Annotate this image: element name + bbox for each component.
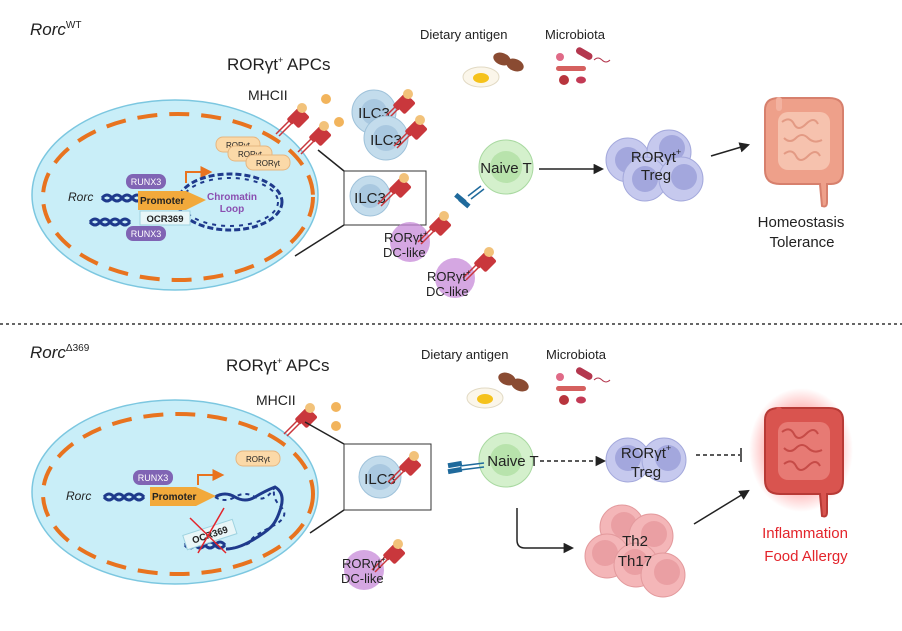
svg-text:DC-like: DC-like <box>426 284 469 299</box>
rorgt-protein <box>235 450 281 467</box>
rorgt-protein-stack: RORγt RORγt RORγt <box>215 136 291 171</box>
svg-text:RORγt: RORγt <box>238 150 263 159</box>
mhc-molecule-icon <box>297 120 333 155</box>
svg-text:Naive T: Naive T <box>480 160 531 177</box>
svg-text:OCR369: OCR369 <box>147 214 184 225</box>
egg-icon <box>462 66 500 88</box>
svg-text:RORγt+: RORγt+ <box>342 555 386 571</box>
arrow-th-to-gut <box>693 489 750 525</box>
svg-text:Th2: Th2 <box>622 533 648 550</box>
arrow-naive-to-th <box>516 508 575 554</box>
genotype-label: RorcΔ369 <box>30 343 90 362</box>
outcome-inflammation: Inflammation <box>762 525 848 542</box>
svg-text:RORγt+: RORγt+ <box>384 229 428 245</box>
svg-text:ILC3: ILC3 <box>354 190 386 207</box>
svg-text:Loop: Loop <box>220 204 244 215</box>
gene-label: Rorc <box>66 489 91 503</box>
zoom-inset-box <box>343 443 432 511</box>
svg-text:Treg: Treg <box>631 464 661 481</box>
svg-text:Naive T: Naive T <box>487 453 538 470</box>
svg-text:ILC3: ILC3 <box>364 471 396 488</box>
deletion-cross-icon <box>189 507 227 554</box>
dc-like-cell: RORγt+ DC-like <box>426 246 498 299</box>
microbiota-icon <box>556 367 611 405</box>
healthy-intestine-icon <box>764 97 844 208</box>
outcome-homeostasis: Homeostasis <box>758 214 845 231</box>
outcome-food-allergy: Food Allergy <box>764 548 848 565</box>
ocr369-element <box>139 210 191 226</box>
mhcii-label: MHCII <box>248 87 288 103</box>
antigen-peptide-icon <box>334 117 344 127</box>
runx3-badge <box>133 470 173 485</box>
runx3-bottom-badge <box>126 226 166 241</box>
svg-text:DC-like: DC-like <box>341 571 384 586</box>
dietary-antigen-label: Dietary antigen <box>421 347 508 362</box>
svg-text:RUNX3: RUNX3 <box>131 229 162 239</box>
antigen-peptide-icon <box>331 421 341 431</box>
ilc3-cell: ILC3 <box>363 114 429 161</box>
svg-text:RUNX3: RUNX3 <box>138 473 169 483</box>
chromatin-loop-label: Chromatin <box>207 192 257 203</box>
antigen-peptide-icon <box>331 402 341 412</box>
naive-t-cell: Naive T <box>447 432 539 488</box>
transcription-arrow <box>197 469 225 485</box>
promoter-block <box>138 191 206 210</box>
microbiota-label: Microbiota <box>545 27 606 42</box>
svg-text:RORγt+: RORγt+ <box>621 443 671 462</box>
svg-text:RORγt+: RORγt+ <box>427 268 471 284</box>
ilc3-cell: ILC3 <box>358 450 423 499</box>
zoom-inset-box <box>343 170 427 226</box>
naive-t-cell: Naive T <box>454 139 534 209</box>
runx3-top-badge <box>126 174 166 189</box>
promoter-block <box>150 487 216 506</box>
peanut-icon <box>493 52 524 72</box>
svg-text:DC-like: DC-like <box>383 245 426 260</box>
svg-text:RORγt: RORγt <box>246 455 271 464</box>
transcription-arrow <box>185 166 213 183</box>
svg-text:ILC3: ILC3 <box>370 132 402 149</box>
outcome-tolerance: Tolerance <box>769 234 834 251</box>
ilc3-cell: ILC3 <box>349 172 413 217</box>
dna-strand-icon <box>214 485 284 551</box>
treg-cluster: RORγt+ Treg <box>605 437 687 483</box>
egg-icon <box>466 387 504 409</box>
dc-like-cell: RORγt+ DC-like <box>341 538 407 590</box>
svg-text:Th17: Th17 <box>618 553 652 570</box>
genotype-label: RorcWT <box>30 20 81 39</box>
nuclear-envelope <box>41 412 315 576</box>
antigen-peptide-icon <box>321 94 331 104</box>
tcr-icon <box>447 460 485 475</box>
dc-like-cell: RORγt+ DC-like <box>383 210 453 262</box>
microbiota-icon <box>556 47 611 85</box>
treg-cluster: RORγt+ Treg <box>605 129 704 202</box>
mhcii-label: MHCII <box>256 392 296 408</box>
svg-text:RORγt+: RORγt+ <box>631 147 681 166</box>
svg-text:RUNX3: RUNX3 <box>131 177 162 187</box>
nuclear-envelope <box>41 112 315 282</box>
svg-text:Promoter: Promoter <box>152 492 197 503</box>
svg-text:Treg: Treg <box>641 167 671 184</box>
apc-title: RORγt+ APCs <box>226 356 330 375</box>
inflamed-intestine-icon <box>749 388 853 518</box>
arrow-treg-to-gut <box>710 142 751 157</box>
gene-label: Rorc <box>68 190 93 204</box>
apc-title: RORγt+ APCs <box>227 55 331 74</box>
svg-text:RORγt: RORγt <box>256 159 281 168</box>
peanut-icon <box>498 372 529 392</box>
svg-text:Promoter: Promoter <box>140 196 185 207</box>
dietary-antigen-label: Dietary antigen <box>420 27 507 42</box>
tcr-icon <box>454 185 485 209</box>
bottom-panel: RorcΔ369 RORγt+ APCs MHCII RORγt Rorc RU… <box>30 343 853 598</box>
th2-th17-cluster: Th2 Th17 <box>584 504 686 598</box>
top-panel: RorcWT RORγt+ APCs MHCII RORγt RORγt ROR… <box>30 20 844 299</box>
microbiota-label: Microbiota <box>546 347 607 362</box>
